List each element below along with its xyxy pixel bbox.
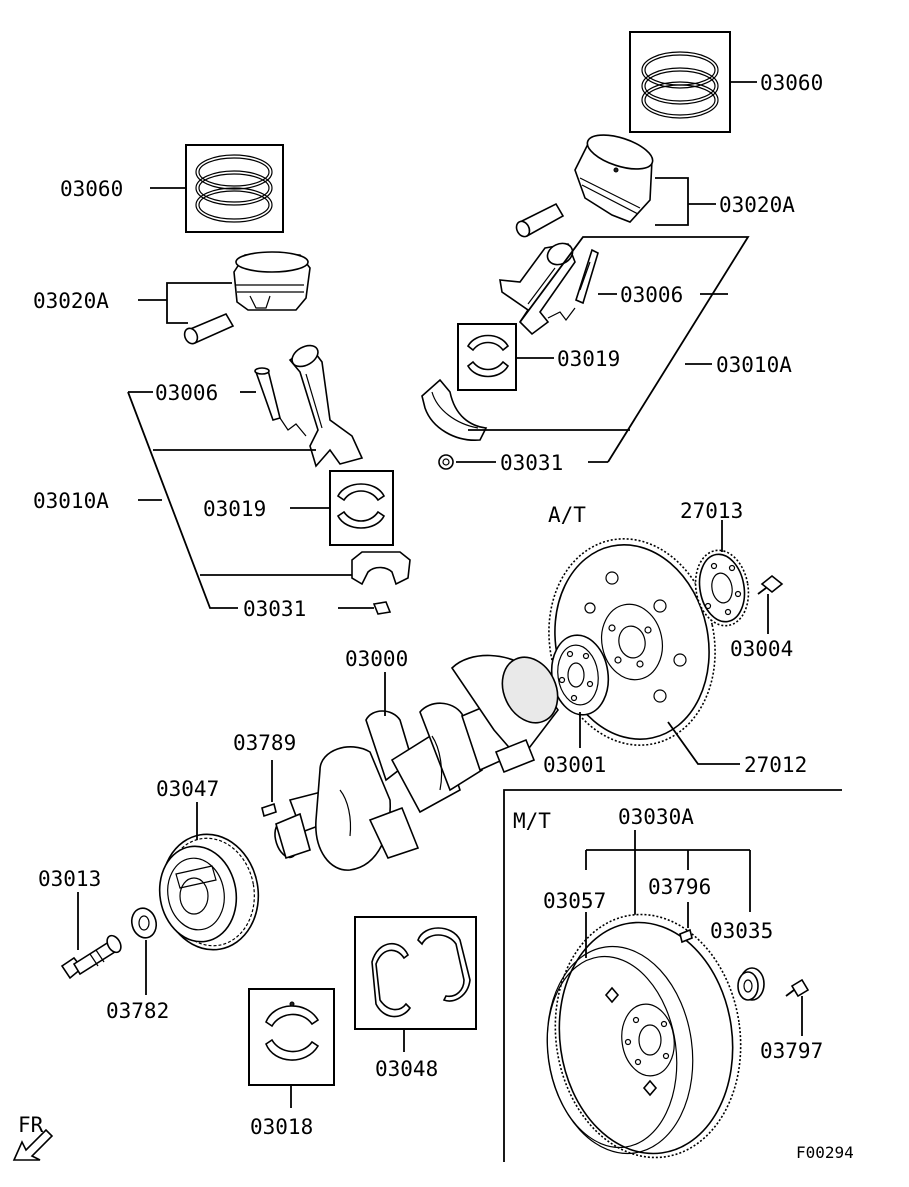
label-drive-plate: 27012 xyxy=(744,753,807,777)
label-bolt-left: 03006 xyxy=(155,381,218,405)
label-key: 03789 xyxy=(233,731,296,755)
drive-plate-adapter[interactable] xyxy=(690,546,754,630)
connecting-rod-top[interactable] xyxy=(499,239,576,336)
piston-rings-left[interactable] xyxy=(185,144,284,233)
rod-bearing-left[interactable] xyxy=(329,470,394,546)
label-drive-plate-bolt: 03004 xyxy=(730,637,793,661)
piston-left[interactable] xyxy=(233,251,311,311)
crank-pulley[interactable] xyxy=(152,827,267,958)
crankshaft[interactable] xyxy=(271,648,568,871)
front-direction-arrow xyxy=(12,1128,54,1161)
piston-pin-top[interactable] xyxy=(514,202,565,239)
rod-bearing-top[interactable] xyxy=(457,323,517,391)
label-pulley-bolt: 03013 xyxy=(38,867,101,891)
flywheel-bolt[interactable] xyxy=(785,978,810,998)
label-pilot-bearing: 03035 xyxy=(710,919,773,943)
drive-plate-bolt[interactable] xyxy=(757,574,784,595)
label-adapter: 03001 xyxy=(543,753,606,777)
rod-nut-left[interactable] xyxy=(372,601,392,615)
label-bearing-left: 03019 xyxy=(203,497,266,521)
label-washer: 03782 xyxy=(106,999,169,1023)
label-rings-top: 03060 xyxy=(760,71,823,95)
section-at-label: A/T xyxy=(548,503,586,527)
label-rod-left: 03010A xyxy=(33,489,109,513)
label-piston-left: 03020A xyxy=(33,289,109,313)
label-rod-top: 03010A xyxy=(716,353,792,377)
rod-cap-top[interactable] xyxy=(421,378,488,441)
label-drive-plate-adapter: 27013 xyxy=(680,499,743,523)
main-bearing[interactable] xyxy=(248,988,335,1086)
rod-cap-left[interactable] xyxy=(351,551,411,586)
figure-id: F00294 xyxy=(796,1143,854,1162)
piston-pin-left[interactable] xyxy=(182,312,235,346)
piston-rings-top[interactable] xyxy=(629,31,731,133)
rod-bolt-top[interactable] xyxy=(575,248,599,305)
flywheel[interactable] xyxy=(534,902,756,1169)
connecting-rod-left[interactable] xyxy=(288,341,364,468)
label-flywheel-assy: 03030A xyxy=(618,805,694,829)
dowel-pin[interactable] xyxy=(679,928,693,944)
crank-adapter[interactable] xyxy=(547,631,614,718)
label-crankshaft: 03000 xyxy=(345,647,408,671)
label-pulley: 03047 xyxy=(156,777,219,801)
label-main-bearing: 03018 xyxy=(250,1115,313,1139)
rod-nut-top[interactable] xyxy=(438,454,454,470)
direction-label: FR xyxy=(18,1113,44,1137)
label-piston-top: 03020A xyxy=(719,193,795,217)
rod-bolt-left[interactable] xyxy=(254,367,281,421)
label-pin: 03796 xyxy=(648,875,711,899)
label-nut-left: 03031 xyxy=(243,597,306,621)
label-thrust-bearing: 03048 xyxy=(375,1057,438,1081)
label-flywheel: 03057 xyxy=(543,889,606,913)
pulley-washer[interactable] xyxy=(129,905,160,940)
label-bolt-top: 03006 xyxy=(620,283,683,307)
label-bearing-top: 03019 xyxy=(557,347,620,371)
label-flywheel-bolt: 03797 xyxy=(760,1039,823,1063)
section-mt-label: M/T xyxy=(513,809,551,833)
label-nut-top: 03031 xyxy=(500,451,563,475)
thrust-bearing[interactable] xyxy=(354,916,477,1030)
crank-key[interactable] xyxy=(261,802,277,818)
label-rings-left: 03060 xyxy=(60,177,123,201)
pulley-bolt[interactable] xyxy=(60,933,124,980)
pilot-bearing[interactable] xyxy=(737,967,765,1001)
piston-top[interactable] xyxy=(574,128,657,223)
